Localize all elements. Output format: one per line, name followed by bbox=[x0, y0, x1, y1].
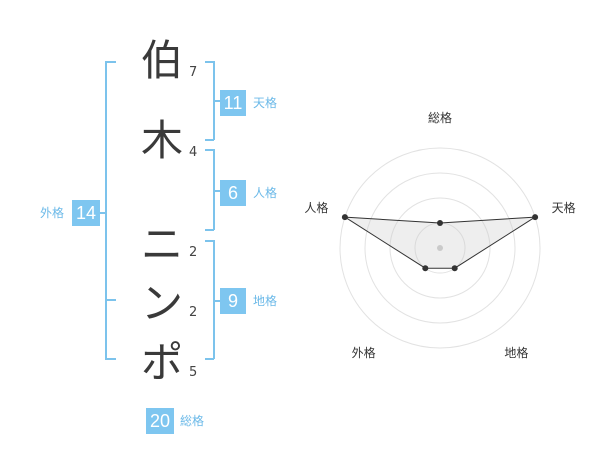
name-char-2: 木 bbox=[140, 116, 183, 165]
stroke-count-1: 7 bbox=[189, 65, 198, 80]
tenkaku-value: 11 bbox=[220, 90, 246, 116]
stroke-count-2: 4 bbox=[189, 145, 198, 160]
radar-axis-label-4: 外格 bbox=[352, 345, 376, 360]
name-char-5: ポ bbox=[140, 338, 183, 387]
soukaku-label: 総格 bbox=[180, 414, 205, 428]
gaikaku-label: 外格 bbox=[40, 206, 65, 220]
radar-axis-label-1: 総格 bbox=[428, 110, 452, 125]
chikaku-label: 地格 bbox=[253, 294, 278, 308]
name-char-4: ン bbox=[140, 279, 183, 328]
radar-axis-label-5: 人格 bbox=[304, 200, 328, 215]
jinkaku-value: 6 bbox=[220, 180, 246, 206]
radar-point-5 bbox=[341, 214, 348, 221]
tenkaku-label: 天格 bbox=[253, 96, 278, 110]
soukaku-value: 20 bbox=[146, 408, 174, 434]
radar-center bbox=[437, 245, 443, 251]
radar-point-2 bbox=[532, 214, 539, 221]
gaikaku-value: 14 bbox=[72, 200, 100, 226]
radar-axis-label-3: 地格 bbox=[504, 345, 528, 360]
radar-axis-label-2: 天格 bbox=[552, 200, 576, 215]
radar-ring-4 bbox=[339, 147, 541, 349]
stroke-count-4: 2 bbox=[189, 305, 198, 320]
stroke-count-5: 5 bbox=[189, 365, 198, 380]
radar-series-area bbox=[344, 216, 536, 269]
radar-ring-2 bbox=[389, 197, 491, 299]
radar-point-3 bbox=[451, 265, 458, 272]
jinkaku-label: 人格 bbox=[253, 186, 278, 200]
radar-point-1 bbox=[437, 220, 443, 226]
radar-point-4 bbox=[422, 265, 429, 272]
radar-ring-3 bbox=[364, 172, 516, 324]
chikaku-value: 9 bbox=[220, 288, 246, 314]
name-char-3: ニ bbox=[140, 220, 183, 269]
name-char-1: 伯 bbox=[140, 36, 183, 85]
stroke-count-3: 2 bbox=[189, 245, 198, 260]
